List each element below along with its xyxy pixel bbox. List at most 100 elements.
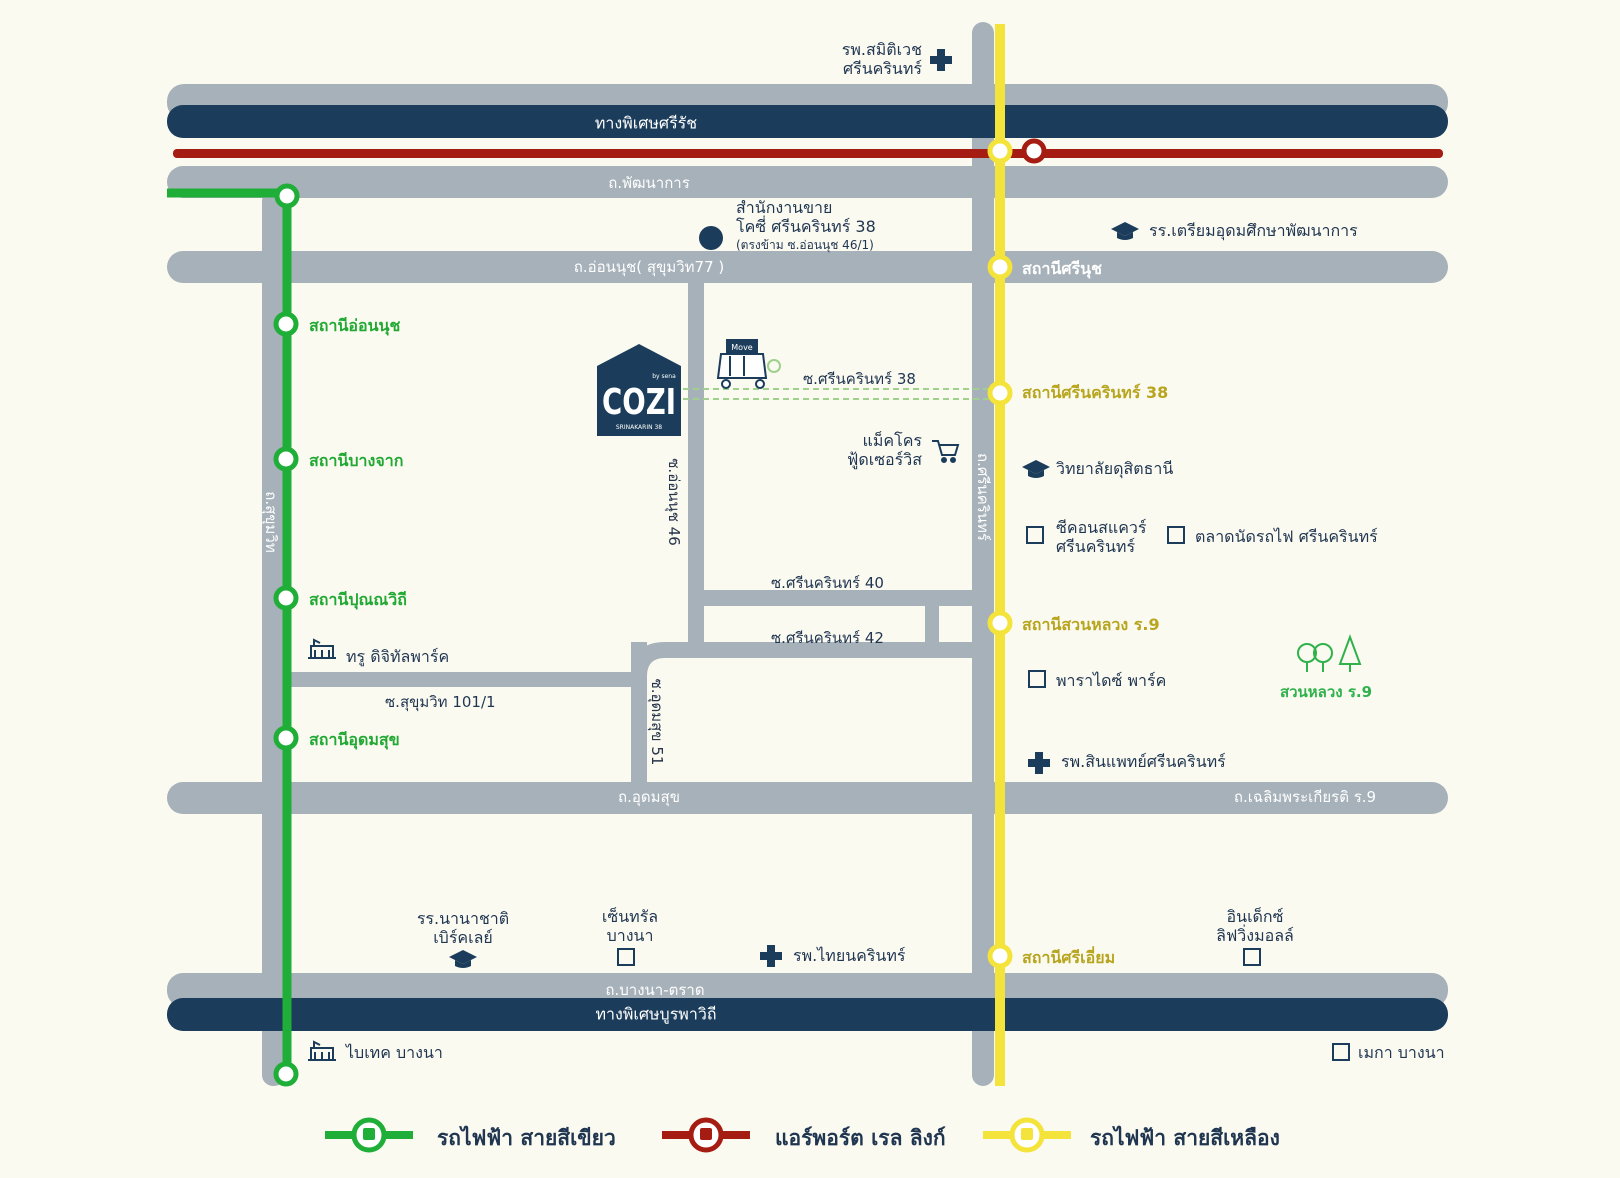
poi-samitivej-srinakarin: รพ.สินแพทย์ศรีนครินทร์ — [1061, 752, 1226, 771]
road-srinakarin — [972, 22, 994, 1086]
legend-green-label: รถไฟฟ้า สายสีเขียว — [437, 1126, 616, 1150]
green-station-label: สถานีบางจาก — [309, 451, 404, 470]
soi-srinakarin-42-road — [696, 642, 981, 658]
poi-dusit-thani: วิทยาลัยดุสิตธานี — [1056, 459, 1174, 478]
yellow-station-marker-top — [987, 138, 1013, 164]
soi-on-nut-46-road — [688, 270, 704, 642]
hospital-cross-icon — [760, 945, 782, 967]
poi-makro-line2: ฟู้ดเซอร์วิส — [847, 450, 922, 469]
soi-srinakarin-40-road — [696, 590, 981, 606]
graduation-cap-icon — [449, 950, 477, 968]
cozi-by-text: by sena — [652, 373, 676, 380]
soi-srinakarin-38-label: ซ.ศรีนครินทร์ 38 — [803, 370, 916, 388]
yellow-station-marker-suan-luang — [987, 610, 1013, 636]
poi-makro: แม็คโคร ฟู้ดเซอร์วิส — [822, 431, 922, 469]
soi-connector — [925, 598, 939, 650]
shopping-bag-icon — [1028, 670, 1046, 688]
airport-rail-link-line — [173, 149, 1443, 158]
poi-index-line2: ลิฟวิ่งมอลล์ — [1216, 926, 1294, 945]
poi-seacon: ซีคอนสแควร์ ศรีนครินทร์ — [1056, 518, 1146, 556]
shopping-bag-icon — [1243, 948, 1261, 966]
green-station-marker-bang-chak — [273, 446, 299, 472]
poi-seacon-line1: ซีคอนสแควร์ — [1056, 518, 1147, 537]
shopping-bag-icon — [1167, 526, 1185, 544]
poi-train-market: ตลาดนัดรถไฟ ศรีนครินทร์ — [1195, 527, 1378, 546]
airport-link-station-marker — [1021, 138, 1047, 164]
tuktuk-label: Move — [731, 343, 753, 352]
road-udomsuk-label: ถ.อุดมสุข — [618, 788, 680, 806]
road-udomsuk — [167, 782, 1448, 814]
soi-corner — [631, 642, 700, 676]
poi-berkeley: รร.นานาชาติ เบิร์คเลย์ — [417, 909, 509, 947]
sales-office-line1: สำนักงานขาย — [736, 198, 833, 217]
expressway-burapha — [167, 998, 1448, 1031]
poi-suan-luang-park: สวนหลวง ร.9 — [1279, 683, 1373, 701]
soi-sukhumvit-101-label: ซ.สุขุมวิท 101/1 — [385, 693, 496, 711]
building-icon — [308, 1040, 336, 1061]
road-on-nut-label: ถ.อ่อนนุช( สุขุมวิท77 ) — [573, 258, 725, 276]
expressway-burapha-label: ทางพิเศษบูรพาวิถี — [595, 1004, 717, 1024]
graduation-cap-icon — [1022, 460, 1050, 478]
building-icon — [308, 638, 336, 659]
poi-triam-udom: รร.เตรียมอุดมศึกษาพัฒนาการ — [1149, 221, 1358, 240]
poi-samitivej: รพ.สมิติเวช ศรีนครินทร์ — [812, 40, 922, 78]
expressway-si-rat — [167, 105, 1448, 138]
soi-on-nut-46-label: ซ.อ่อนนุช 46 — [665, 458, 683, 546]
shopping-bag-icon — [1026, 526, 1044, 544]
yellow-station-marker-si-iam — [987, 943, 1013, 969]
yellow-station-srinakarin-38-label: สถานีศรีนครินทร์ 38 — [1022, 383, 1169, 402]
green-station-label: สถานีปุณณวิถี — [309, 590, 407, 609]
poi-samitivej-line1: รพ.สมิติเวช — [841, 40, 922, 59]
poi-makro-line1: แม็คโคร — [862, 431, 922, 450]
poi-index-living-mall: อินเด็กซ์ ลิฟวิ่งมอลล์ — [1216, 907, 1294, 945]
tuktuk-shuttle-icon: Move — [716, 339, 781, 389]
poi-berkeley-line2: เบิร์คเลย์ — [433, 928, 493, 947]
yellow-line — [995, 24, 1005, 1086]
yellow-station-si-iam-label: สถานีศรีเอี่ยม — [1022, 948, 1116, 967]
road-on-nut — [167, 251, 1448, 283]
sales-office-label: สำนักงานขาย โคซี่ ศรีนครินทร์ 38 (ตรงข้า… — [736, 198, 876, 255]
shopping-bag-icon — [1332, 1043, 1350, 1061]
green-station-marker-punnawithi — [273, 585, 299, 611]
poi-berkeley-line1: รร.นานาชาติ — [416, 909, 510, 928]
legend-airport-link-label: แอร์พอร์ต เรล ลิงก์ — [775, 1126, 946, 1150]
poi-mega-bangna: เมกา บางนา — [1358, 1043, 1445, 1062]
road-sukhumvit-label: ถ.สุขุมวิท — [262, 491, 280, 553]
yellow-station-marker-si-nut — [987, 254, 1013, 280]
tree-icon — [1297, 634, 1362, 672]
green-station-marker-udomsuk — [273, 725, 299, 751]
road-phatthanakan — [167, 166, 1448, 198]
road-bangna-trat-label: ถ.บางนา-ตราด — [605, 981, 705, 999]
poi-paradise-park: พาราไดซ์ พาร์ค — [1056, 671, 1167, 690]
sales-office-marker — [699, 226, 723, 250]
graduation-cap-icon — [1111, 222, 1139, 240]
poi-central-bangna: เซ็นทรัล บางนา — [602, 907, 658, 945]
road-phatthanakan-label: ถ.พัฒนาการ — [608, 174, 690, 192]
hospital-cross-icon — [930, 49, 952, 71]
green-station-marker-on-nut — [273, 311, 299, 337]
green-station-label: สถานีอ่อนนุช — [309, 316, 401, 335]
poi-central-line2: บางนา — [606, 926, 654, 945]
soi-srinakarin-42-label: ซ.ศรีนครินทร์ 42 — [771, 629, 884, 647]
poi-true-digital-park: ทรู ดิจิทัลพาร์ค — [346, 647, 450, 666]
cozi-sub-text: SRINAKARIN 38 — [616, 424, 662, 431]
sales-office-line2: โคซี่ ศรีนครินทร์ 38 — [736, 217, 876, 236]
yellow-station-suan-luang-label: สถานีสวนหลวง ร.9 — [1022, 615, 1160, 634]
legend-yellow-label: รถไฟฟ้า สายสีเหลือง — [1090, 1126, 1280, 1150]
poi-samitivej-line2: ศรีนครินทร์ — [842, 59, 922, 78]
road-sukhumvit — [262, 190, 285, 1086]
soi-sukhumvit-101-road — [274, 672, 639, 687]
green-station-label: สถานีอุดมสุข — [309, 730, 400, 749]
shopping-bag-icon — [617, 948, 635, 966]
soi-srinakarin-40-label: ซ.ศรีนครินทร์ 40 — [771, 574, 884, 592]
cozi-logo: COZI by sena SRINAKARIN 38 — [597, 344, 681, 436]
legend-green — [325, 1117, 413, 1153]
poi-bitec: ไบเทค บางนา — [346, 1043, 443, 1062]
yellow-station-si-nut-label: สถานีศรีนุช — [1022, 259, 1102, 278]
poi-central-line1: เซ็นทรัล — [601, 907, 659, 926]
shopping-cart-icon — [932, 440, 960, 456]
walkway-srinakarin-38 — [683, 388, 1000, 400]
legend-yellow — [983, 1117, 1071, 1153]
green-station-marker-bottom — [273, 1061, 299, 1087]
